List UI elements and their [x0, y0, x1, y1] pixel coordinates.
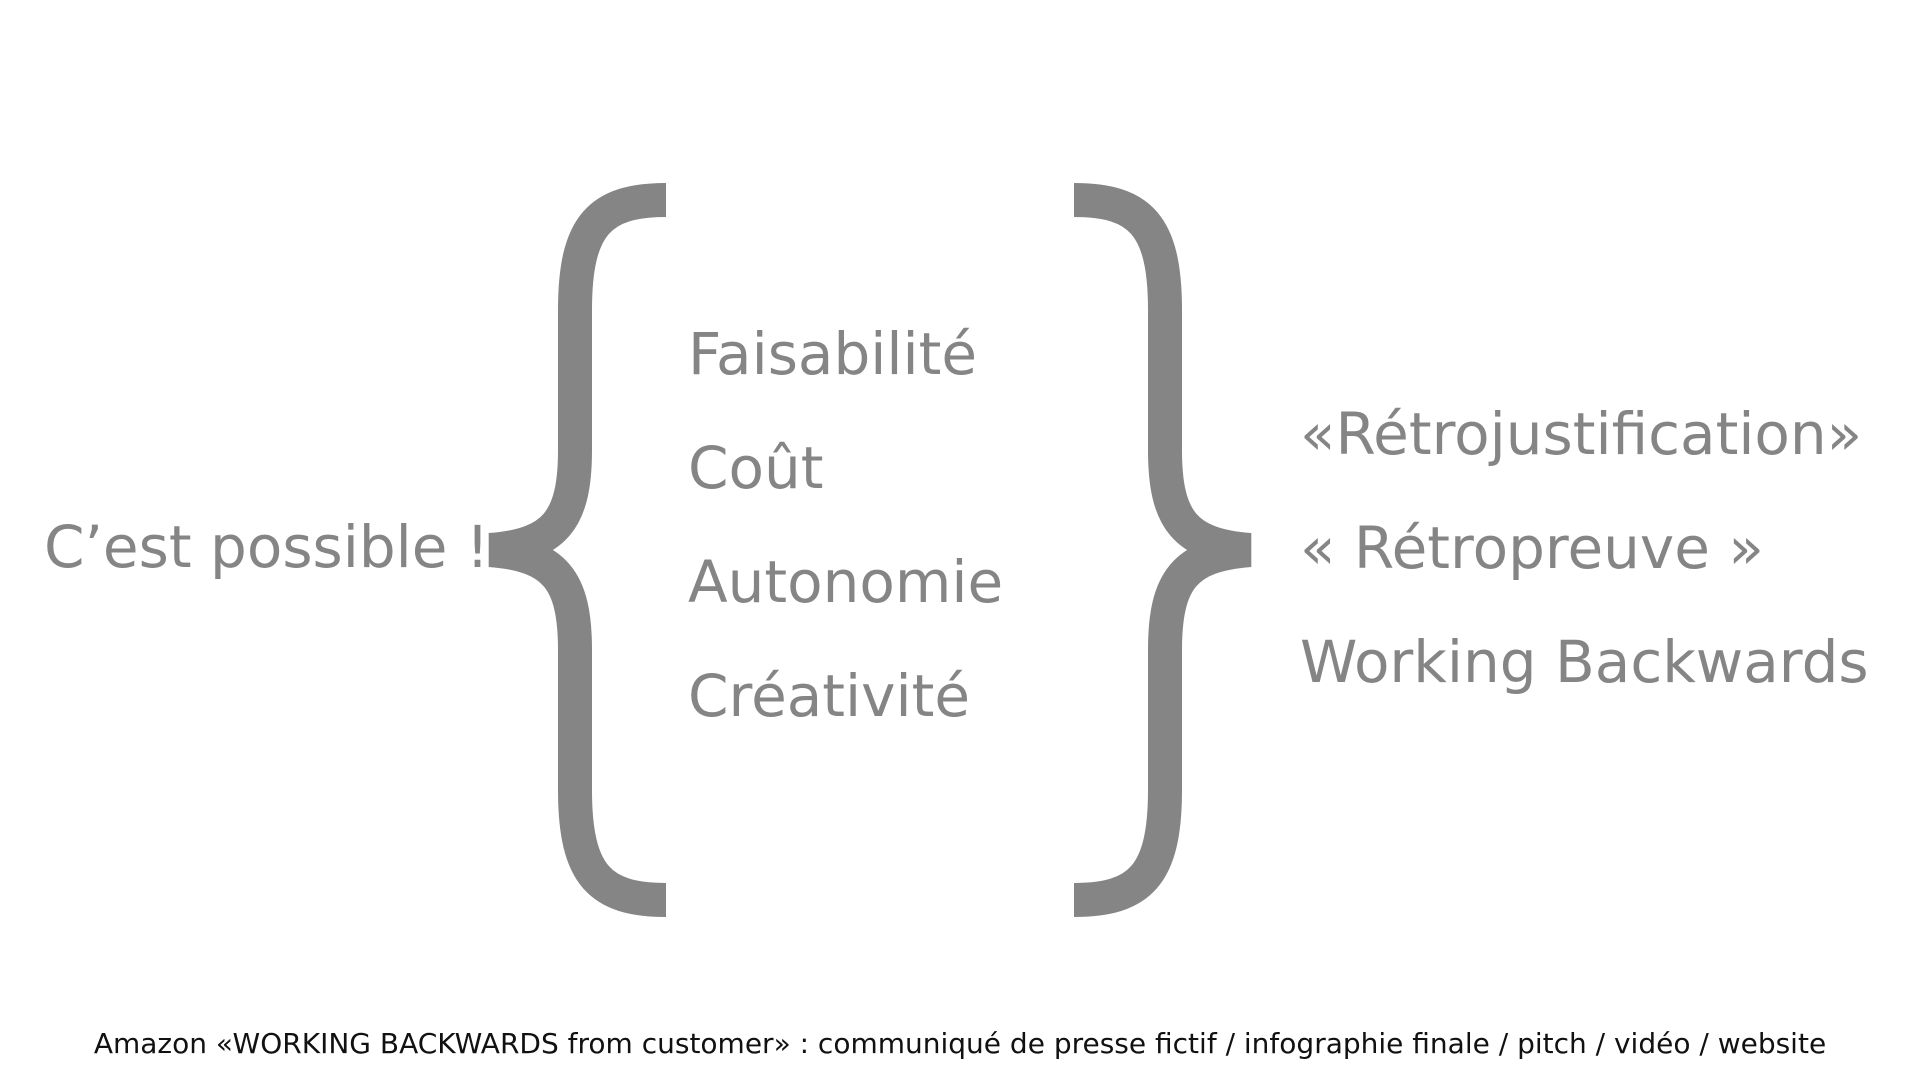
right-item-retrojustification: «Rétrojustification»	[1300, 400, 1863, 468]
right-item-working-backwards: Working Backwards	[1300, 628, 1869, 696]
right-item-retropreuve: « Rétropreuve »	[1300, 514, 1764, 582]
middle-item-cout: Coût	[688, 434, 824, 502]
middle-item-creativite: Créativité	[688, 662, 971, 730]
right-brace	[1073, 183, 1252, 917]
middle-item-faisabilite: Faisabilité	[688, 320, 978, 388]
caption: Amazon «WORKING BACKWARDS from customer»…	[93, 1027, 1827, 1060]
right-list: «Rétrojustification» « Rétropreuve » Wor…	[1300, 405, 1869, 747]
left-brace	[488, 183, 667, 917]
middle-list: Faisabilité Coût Autonomie Créativité	[688, 325, 1003, 781]
left-statement: C’est possible !	[44, 513, 490, 581]
middle-item-autonomie: Autonomie	[688, 548, 1004, 616]
